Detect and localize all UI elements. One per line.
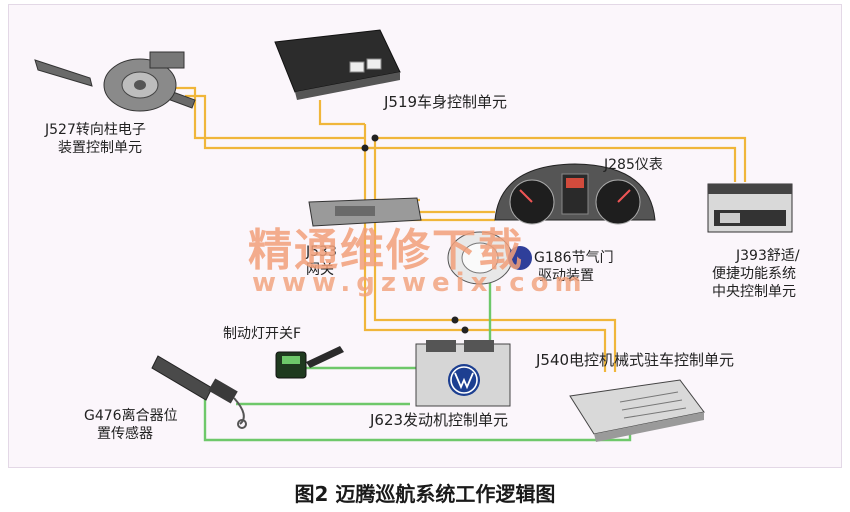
can-wire-j540 [465,318,617,372]
watermark-text: 精通维修下载 [248,225,524,276]
j393-label-line2: 便捷功能系统 [712,266,796,282]
j527-label-line1: J527转向柱电子 [45,122,146,138]
j623-engine-control-unit [415,340,511,407]
can-wire-j527-b [185,94,375,150]
can-wire-j540-b [455,328,607,372]
can-wire-j519 [318,100,365,126]
bus-junctions [361,134,469,334]
j393-comfort-control-unit [707,183,793,233]
g186-label-line1: G186节气门 [534,250,614,266]
can-trunk-b [373,138,465,322]
j623-label: J623发动机控制单元 [370,411,509,429]
watermark-url: www.gzweix.com [252,268,588,298]
figure-caption: 图2 迈腾巡航系统工作逻辑图 [294,482,556,506]
j540-label: J540电控机械式驻车控制单元 [536,351,735,369]
j519-label: J519车身控制单元 [384,93,508,111]
can-trunk-a [363,124,455,332]
j533-gateway [308,197,422,227]
j533-label-line1: J533 [306,244,337,260]
j527-steering-column-module [34,51,196,112]
brake-light-switch [275,346,344,379]
can-wire-j393 [375,136,747,182]
j527-label-line2: 装置控制单元 [58,140,142,156]
j393-label-line1: J393舒适/ [736,248,800,264]
g476-label-line1: G476离合器位 [84,408,178,424]
j285-label: J285仪表 [604,157,663,173]
j285-instrument-cluster [494,163,656,225]
g186-label-line2: 驱动装置 [538,268,594,284]
g186-throttle-actuator [447,231,532,285]
brake-switch-label: 制动灯开关F [223,326,302,342]
g476-label-line2: 置传感器 [97,426,153,442]
can-wire-j393-b [365,146,737,182]
g476-clutch-sensor [151,355,247,429]
j519-body-control-unit [274,29,401,100]
can-wire-j527 [175,86,365,140]
j540-parking-brake-unit [569,379,705,442]
j533-label-line2: 网关 [306,262,334,278]
j393-label-line3: 中央控制单元 [712,284,796,300]
